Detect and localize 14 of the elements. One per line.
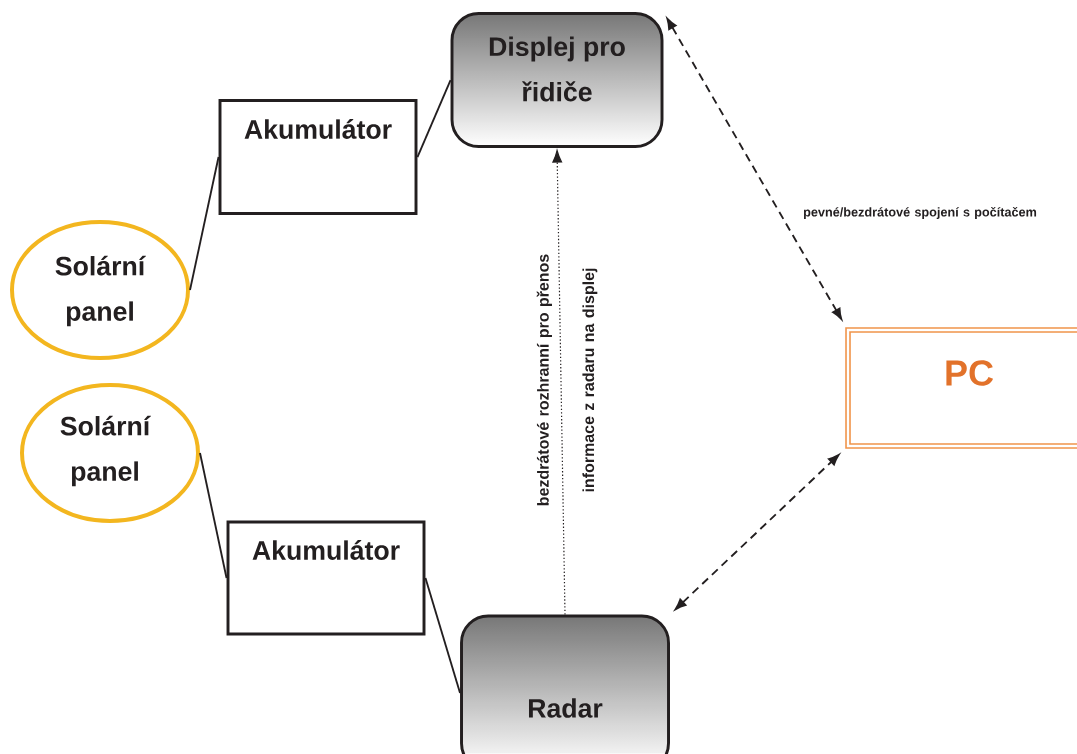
pc-box: PC: [845, 327, 1077, 449]
edge-label: bezdrátové rozhranní pro přenos informace z radaru na displej: [536, 254, 598, 506]
battery-box: Akumulátor: [226, 520, 426, 636]
edge-label: pevné/bezdrátové spojení s počítačem: [804, 206, 1037, 220]
connector-line: [189, 156, 220, 291]
display-box: Displej pro řidiče: [450, 12, 664, 148]
radar-box: Radar: [460, 614, 670, 754]
connector-line: [674, 454, 840, 610]
connector-line: [552, 149, 566, 616]
connector-line: [424, 577, 461, 694]
battery-box: Akumulátor: [218, 99, 418, 215]
connector-line: [416, 79, 452, 158]
connector-line: [199, 452, 228, 579]
connector-line: [666, 18, 843, 320]
